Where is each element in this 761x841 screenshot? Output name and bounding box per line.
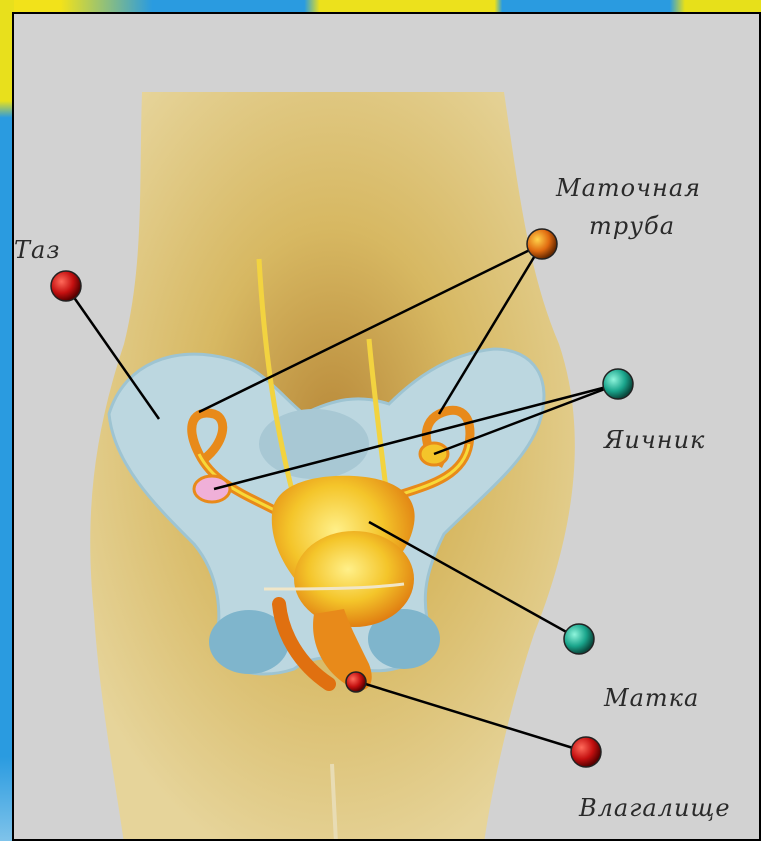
label-ovary: Яичник bbox=[604, 426, 705, 454]
pin-uterus bbox=[564, 624, 594, 654]
pin-vagina-end bbox=[346, 672, 366, 692]
label-tube-line1: Маточная bbox=[556, 174, 701, 202]
pin-tube bbox=[527, 229, 557, 259]
pin-vagina bbox=[571, 737, 601, 767]
diagram-panel: Таз Маточная труба Яичник Матка Влагалищ… bbox=[12, 12, 761, 841]
pin-ovary bbox=[603, 369, 633, 399]
label-pelvis: Таз bbox=[14, 236, 60, 264]
label-vagina: Влагалище bbox=[579, 794, 731, 822]
left-ovary bbox=[194, 476, 230, 502]
label-tube-line2: труба bbox=[589, 212, 675, 240]
pin-pelvis bbox=[51, 271, 81, 301]
bladder bbox=[294, 531, 414, 627]
label-uterus: Матка bbox=[604, 684, 699, 712]
